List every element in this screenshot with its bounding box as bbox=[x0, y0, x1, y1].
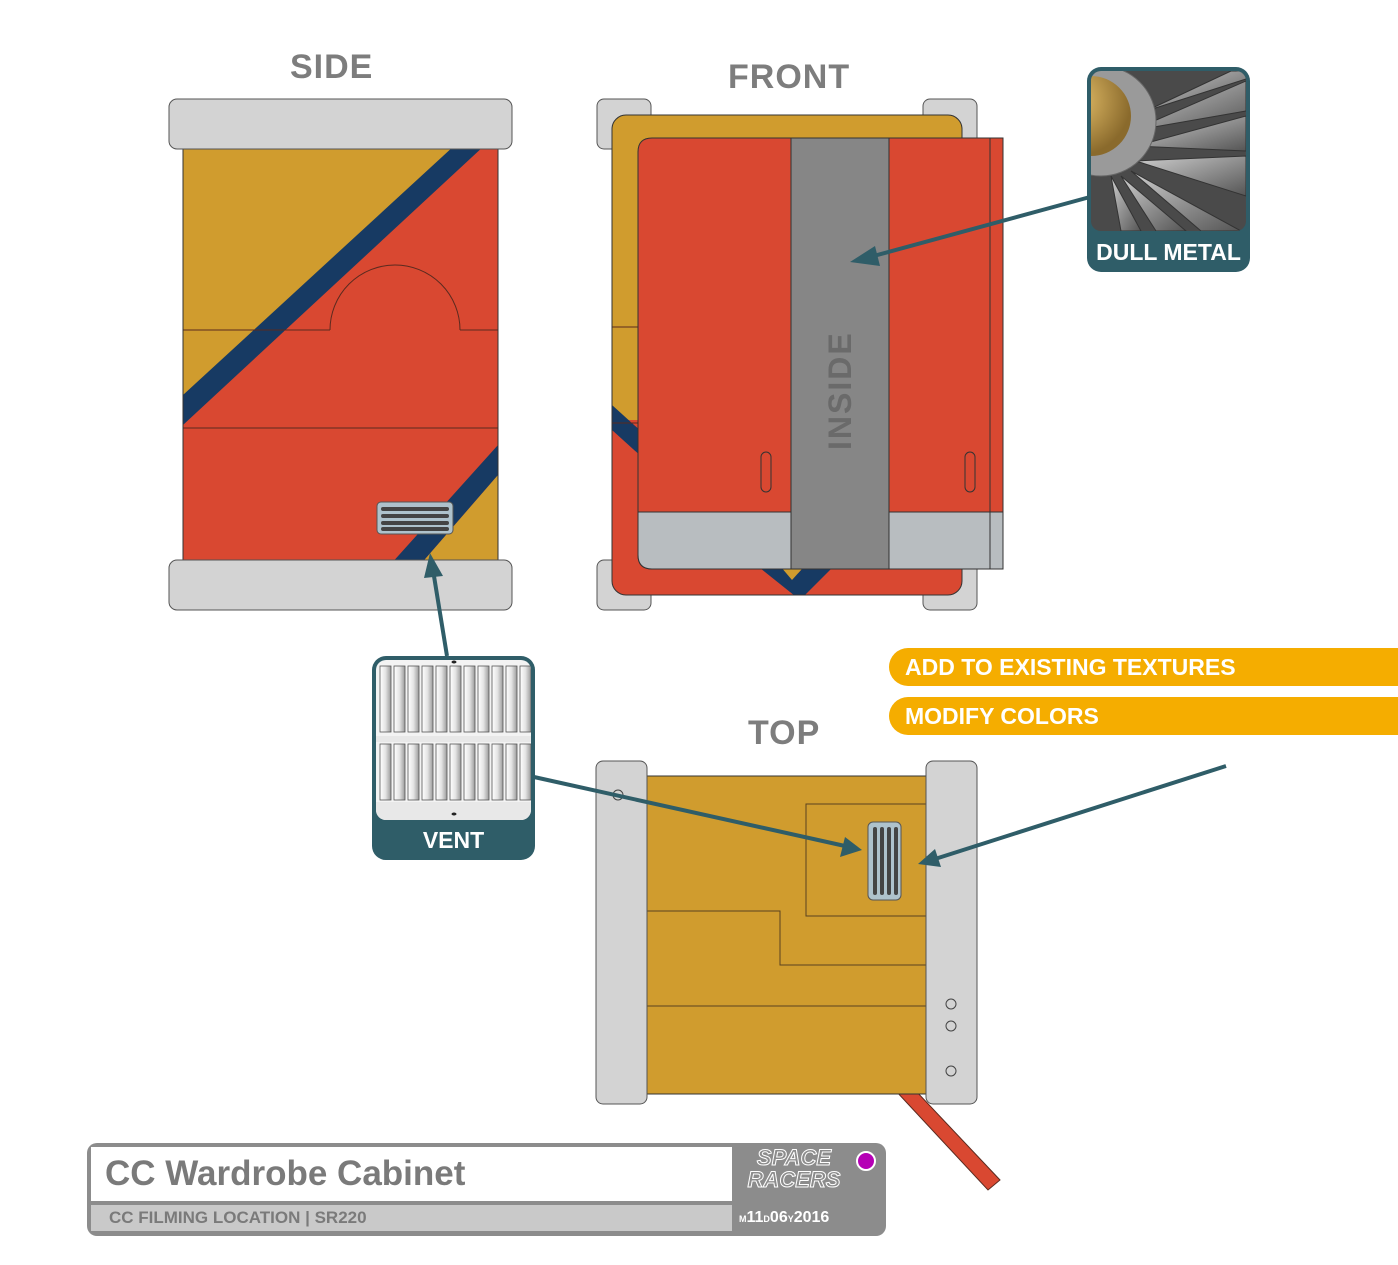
date-d-prefix: D bbox=[763, 1214, 770, 1224]
arrow-modify-colors bbox=[934, 764, 1227, 861]
side-view bbox=[168, 98, 513, 611]
front-handle-left bbox=[760, 451, 772, 493]
date-year: 2016 bbox=[793, 1209, 830, 1226]
side-arch-cutout bbox=[329, 264, 461, 331]
vent-slat bbox=[435, 743, 448, 801]
vent-slat bbox=[421, 665, 434, 733]
vent-slat bbox=[449, 665, 462, 733]
vent-slat bbox=[407, 665, 420, 733]
front-view-label: FRONT bbox=[728, 58, 851, 96]
front-inside-strip bbox=[790, 137, 890, 570]
date-y-prefix: Y bbox=[787, 1214, 794, 1224]
top-right-rail bbox=[925, 760, 978, 1105]
side-vent-icon bbox=[376, 501, 454, 535]
space-racers-logo: SPACE RACERS bbox=[739, 1145, 849, 1192]
title-block: CC Wardrobe Cabinet CC FILMING LOCATION … bbox=[87, 1143, 886, 1236]
turbine-blades-icon bbox=[1091, 71, 1246, 231]
top-view bbox=[595, 760, 1001, 1191]
logo-line2: RACERS bbox=[747, 1167, 841, 1192]
vent-slat bbox=[449, 743, 462, 801]
note-add-to-existing-textures: ADD TO EXISTING TEXTURES bbox=[889, 648, 1398, 686]
vent-slat bbox=[379, 743, 392, 801]
front-navy-chevron bbox=[750, 560, 840, 595]
top-vent-icon bbox=[867, 821, 902, 901]
status-dot bbox=[856, 1151, 876, 1171]
drawing-title: CC Wardrobe Cabinet bbox=[91, 1147, 732, 1201]
vent-slat bbox=[463, 665, 476, 733]
side-body bbox=[183, 145, 498, 565]
arrow-vent-top bbox=[533, 775, 846, 848]
vent-slat bbox=[491, 743, 504, 801]
vent-label: VENT bbox=[422, 827, 485, 853]
dull-metal-label: DULL METAL bbox=[1096, 239, 1241, 265]
note-modify-colors: MODIFY COLORS bbox=[889, 697, 1398, 735]
front-view bbox=[596, 98, 1004, 611]
vent-slat bbox=[505, 743, 518, 801]
arrow-vent-side bbox=[431, 569, 449, 657]
drawing-subtitle: CC FILMING LOCATION | SR220 bbox=[91, 1205, 732, 1231]
inside-label: INSIDE bbox=[822, 331, 858, 450]
vent-slat bbox=[491, 665, 504, 733]
vent-slat bbox=[505, 665, 518, 733]
logo-line1: SPACE bbox=[756, 1145, 832, 1170]
side-bottom-cap bbox=[168, 559, 513, 611]
vent-slat bbox=[393, 665, 406, 733]
vent-slat bbox=[407, 743, 420, 801]
front-handle-right bbox=[964, 451, 976, 493]
side-view-label: SIDE bbox=[290, 48, 374, 86]
side-top-cap bbox=[168, 98, 513, 150]
vent-slat bbox=[477, 665, 490, 733]
dull-metal-callout: DULL METAL bbox=[1087, 67, 1250, 272]
drawing-date: M11D06Y2016 bbox=[739, 1209, 829, 1227]
top-view-label: TOP bbox=[748, 714, 821, 752]
side-navy-stripe-upper bbox=[183, 145, 485, 425]
vent-slat bbox=[463, 743, 476, 801]
callout-arrows bbox=[424, 195, 1227, 867]
vent-slat bbox=[519, 743, 531, 801]
top-red-strap bbox=[893, 1089, 1001, 1191]
vent-grille-icon bbox=[376, 660, 531, 820]
vent-slat bbox=[519, 665, 531, 733]
date-day: 06 bbox=[769, 1209, 788, 1226]
vent-slat bbox=[379, 665, 392, 733]
vent-slat bbox=[393, 743, 406, 801]
top-left-rail bbox=[595, 760, 648, 1105]
vent-slat bbox=[435, 665, 448, 733]
date-m-prefix: M bbox=[739, 1214, 747, 1224]
vent-callout: VENT bbox=[372, 656, 535, 860]
date-month: 11 bbox=[746, 1209, 764, 1226]
vent-slat bbox=[477, 743, 490, 801]
arrow-dull-metal bbox=[869, 195, 1091, 259]
vent-slat bbox=[421, 743, 434, 801]
side-mustard-lower bbox=[420, 475, 498, 565]
